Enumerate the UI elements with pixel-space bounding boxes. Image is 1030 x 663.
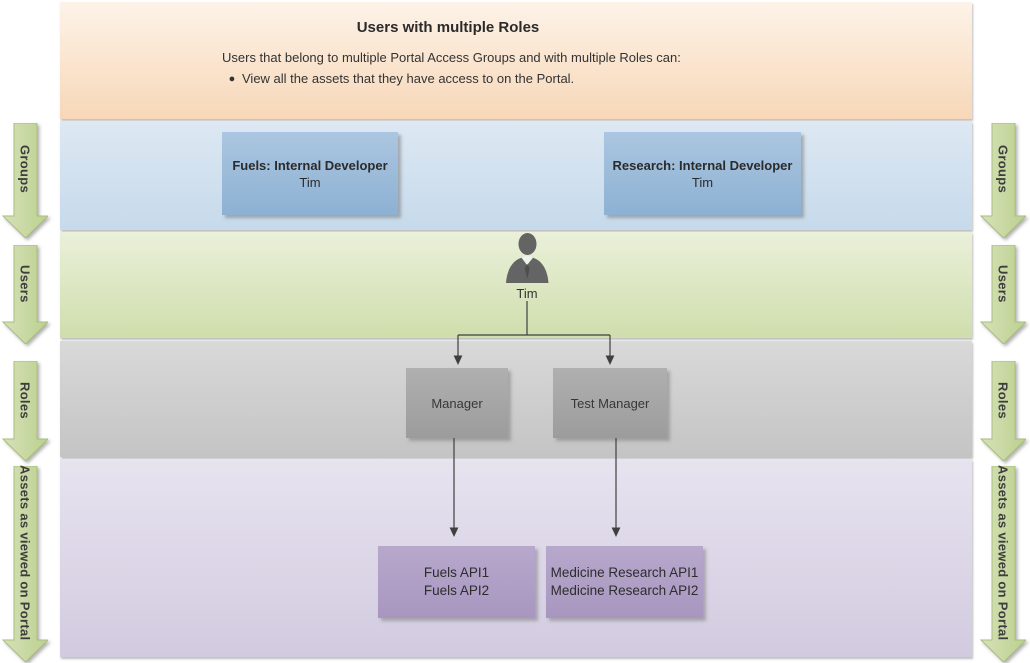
header-description: Users that belong to multiple Portal Acc… <box>222 50 681 87</box>
lane-label-groups: Groups <box>17 145 33 194</box>
lane-arrow-assets-right: Assets as viewed on Portal <box>980 465 1026 662</box>
user-name-label: Tim <box>516 286 538 301</box>
asset-line: Fuels API1 <box>423 565 490 580</box>
asset-box-fuels: Fuels API1 Fuels API2 <box>378 546 535 618</box>
description-line: Users that belong to multiple Portal Acc… <box>222 50 681 65</box>
group-box-title: Fuels: Internal Developer <box>232 157 388 173</box>
asset-line: Medicine Research API1 <box>550 565 699 580</box>
groups-band <box>60 121 972 230</box>
asset-line: Medicine Research API2 <box>550 583 699 598</box>
roles-band <box>60 341 972 457</box>
lane-arrow-users-left: Users <box>2 245 48 344</box>
page-title: Users with multiple Roles <box>356 19 540 36</box>
bullet-item: ● View all the assets that they have acc… <box>222 71 681 87</box>
group-box-title: Research: Internal Developer <box>612 157 793 173</box>
lane-arrow-roles-right: Roles <box>980 361 1026 461</box>
lane-label-roles: Roles <box>995 381 1011 419</box>
group-box-research: Research: Internal Developer Tim <box>604 132 801 215</box>
lane-label-assets: Assets as viewed on Portal <box>17 465 33 641</box>
lane-arrow-assets-left: Assets as viewed on Portal <box>2 465 48 662</box>
lane-arrow-groups-right: Groups <box>980 123 1026 238</box>
lane-arrow-roles-left: Roles <box>2 361 48 461</box>
asset-box-medicine-research: Medicine Research API1 Medicine Research… <box>546 546 703 618</box>
role-box-manager: Manager <box>406 368 508 438</box>
group-box-member: Tim <box>691 174 714 190</box>
bullet-text: View all the assets that they have acces… <box>242 71 575 86</box>
lane-label-users: Users <box>995 264 1011 303</box>
header-band <box>60 2 972 119</box>
lane-label-assets: Assets as viewed on Portal <box>995 465 1011 641</box>
lane-label-roles: Roles <box>17 381 33 419</box>
lane-arrow-users-right: Users <box>980 245 1026 344</box>
lane-label-users: Users <box>17 264 33 303</box>
person-icon <box>503 233 551 288</box>
users-band <box>60 232 972 338</box>
lane-arrow-groups-left: Groups <box>2 123 48 238</box>
role-label: Test Manager <box>570 395 650 411</box>
bullet-icon: ● <box>228 73 236 85</box>
group-box-fuels: Fuels: Internal Developer Tim <box>222 132 398 215</box>
role-box-test-manager: Test Manager <box>553 368 667 438</box>
lane-label-groups: Groups <box>995 145 1011 194</box>
group-box-member: Tim <box>299 174 321 190</box>
asset-line: Fuels API2 <box>423 583 490 598</box>
role-label: Manager <box>431 395 483 411</box>
